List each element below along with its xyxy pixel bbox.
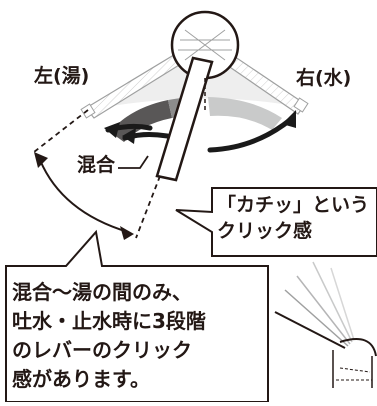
angle-arc-arrow	[39, 159, 129, 233]
mix-pointer-line	[118, 155, 149, 169]
callout-top-box	[175, 187, 377, 257]
cold-range-arc	[208, 97, 282, 130]
callout-main-text: 混合～湯の間のみ、 吐水・止水時に3段階 のレバーのクリック 感があります。	[12, 278, 206, 394]
callout-top-line: 「カチッ」という	[217, 194, 370, 216]
hot-side-label: 左(湯)	[34, 65, 90, 87]
callout-main-line: 吐水・止水時に3段階	[12, 309, 206, 333]
cold-side-label: 右(水)	[296, 67, 352, 89]
mix-label: 混合	[77, 154, 116, 176]
callout-top-text: 「カチッ」という クリック感	[217, 192, 369, 244]
lever-mix-position	[155, 56, 214, 182]
callout-main-line: のレバーのクリック	[12, 338, 192, 362]
arrow-heads	[104, 110, 296, 144]
lever-click-detail-sketch	[274, 261, 377, 388]
lever-ghost-left	[80, 43, 201, 119]
callout-top-line: クリック感	[217, 220, 313, 242]
angle-line-left	[33, 109, 89, 153]
angle-line-lever	[135, 175, 161, 239]
callout-main-line: 混合～湯の間のみ、	[12, 280, 192, 304]
callout-main-line: 感があります。	[12, 367, 150, 391]
